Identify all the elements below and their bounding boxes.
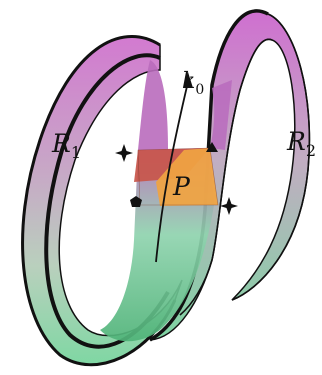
triangle-marker [206,142,218,152]
cross-marker-left [115,144,133,162]
purple-upper-fold-right [210,80,232,150]
pentagon-marker [130,196,142,207]
ribbon-r1-outer-edge [21,35,177,367]
ribbon-r2-inner-edge [179,38,273,316]
ribbon-r2-right-edge [231,13,311,301]
labels: R1 R2 P k0 [51,69,316,201]
k0-arrow-shaft [155,81,189,263]
label-r2: R2 [286,127,316,160]
k0-arrow-head [183,72,193,88]
purple-upper-fold [138,60,168,150]
ribbon-r1-inner-edge [44,53,170,349]
label-p: P [172,172,191,201]
patch-p-orange [156,148,218,206]
markers [115,142,238,215]
label-k0: k0 [182,69,204,98]
label-r1: R1 [51,129,81,162]
patch-p-edge [137,147,219,206]
cross-marker-right [220,197,238,215]
k0-arrow [155,72,193,263]
